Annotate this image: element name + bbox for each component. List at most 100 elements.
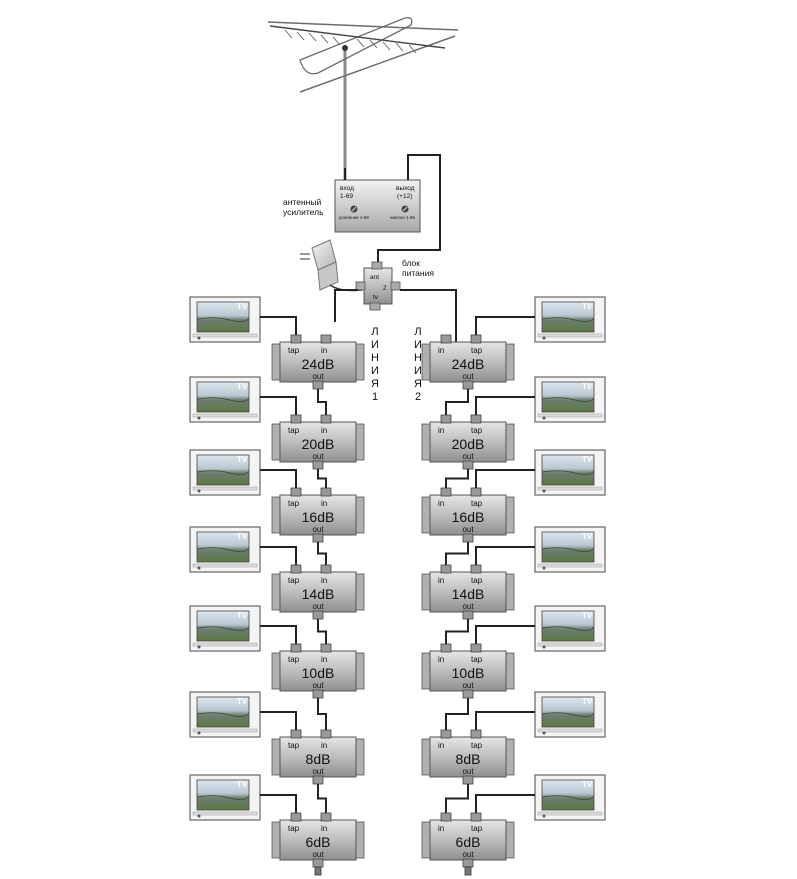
tv-label: TV (582, 455, 593, 464)
tap-out-label: out (462, 452, 474, 461)
trunk-cable (317, 784, 327, 813)
terminator-icon (314, 866, 322, 876)
tv-cable (260, 396, 297, 415)
tap-in-label: in (438, 655, 444, 664)
tap-db-value: 6dB (306, 834, 331, 850)
tap-tap-label: tap (471, 741, 483, 750)
tv-label: TV (582, 382, 593, 391)
tv-set: TV (189, 376, 261, 423)
tap-in-label: in (438, 426, 444, 435)
tv-label: TV (582, 780, 593, 789)
tap-tap-label: tap (288, 426, 300, 435)
tv-cable (260, 625, 297, 644)
tv-cable (475, 469, 535, 488)
tv-label: TV (237, 455, 248, 464)
tap-tap-label: tap (288, 741, 300, 750)
tap-out-label: out (462, 602, 474, 611)
tv-set: TV (189, 526, 261, 573)
line-label-letter: 2 (415, 391, 421, 403)
tap-in-label: in (438, 741, 444, 750)
tap-tap-label: tap (471, 346, 483, 355)
tap-tap-label: tap (288, 824, 300, 833)
line-label-letter: И (371, 339, 379, 351)
tap-db-value: 16dB (452, 509, 485, 525)
tap-in-label: in (321, 824, 327, 833)
tap-tap-label: tap (288, 655, 300, 664)
tap-db-value: 10dB (452, 665, 485, 681)
line-label-letter: Н (371, 352, 379, 364)
tap-out-label: out (312, 767, 324, 776)
tap-tap-label: tap (471, 655, 483, 664)
tap-in-label: in (321, 426, 327, 435)
line-label-letter: Л (414, 326, 421, 338)
tv-cable (475, 794, 535, 813)
tap-out-label: out (312, 850, 324, 859)
amp-caption-line1: антенный (283, 197, 321, 207)
line-label-letter: Я (414, 378, 422, 390)
trunk-cable (445, 698, 469, 730)
tv-cable (260, 469, 297, 488)
tv-label: TV (237, 382, 248, 391)
splitter-tv-label: tv (373, 294, 379, 301)
terminator-icon (464, 866, 472, 876)
tap-in-label: in (438, 499, 444, 508)
tap-db-value: 10dB (302, 665, 335, 681)
tv-cable (260, 794, 297, 813)
tap-in-label: in (438, 824, 444, 833)
tv-label: TV (582, 697, 593, 706)
tv-label: TV (237, 611, 248, 620)
tv-cable (260, 316, 297, 335)
tap-tap-label: tap (471, 576, 483, 585)
tv-set: TV (189, 296, 261, 343)
tap-out-label: out (462, 525, 474, 534)
tv-set: TV (189, 605, 261, 652)
tap-in-label: in (321, 741, 327, 750)
tap-db-value: 14dB (302, 586, 335, 602)
line-label-letter: Я (371, 378, 379, 390)
tv-label: TV (582, 611, 593, 620)
tv-set: TV (534, 605, 606, 652)
tap-in-label: in (321, 655, 327, 664)
tv-set: TV (189, 449, 261, 496)
tap-tap-label: tap (471, 824, 483, 833)
splitter: ant Z tv (355, 261, 401, 311)
tap-db-value: 8dB (306, 751, 331, 767)
amp-input-label: вход (340, 185, 354, 192)
trunk-cable (445, 389, 469, 415)
tv-cable (260, 711, 297, 730)
antenna-amplifier: вход 1-69 выход (+12) усиление 1-69 накл… (334, 179, 421, 233)
tv-set: TV (534, 449, 606, 496)
trunk-cable (317, 542, 327, 565)
trunk-cable (445, 469, 469, 488)
power-supply (300, 239, 363, 292)
tv-cable (475, 546, 535, 565)
tap-db-value: 20dB (452, 436, 485, 452)
tap-out-label: out (462, 850, 474, 859)
tv-cable (475, 625, 535, 644)
tv-cable (260, 546, 297, 565)
trunk-cable (317, 389, 327, 415)
antenna (267, 17, 459, 180)
tap-in-label: in (321, 499, 327, 508)
power-caption-line2: питания (402, 268, 434, 278)
tap-db-value: 6dB (456, 834, 481, 850)
line-label-letter: И (414, 339, 422, 351)
power-caption-line1: блок (402, 258, 420, 268)
tv-cable (475, 711, 535, 730)
splitter-mid-label: Z (383, 286, 387, 292)
line-label-letter: Л (371, 326, 378, 338)
tap-out-label: out (462, 681, 474, 690)
tv-label: TV (237, 302, 248, 311)
